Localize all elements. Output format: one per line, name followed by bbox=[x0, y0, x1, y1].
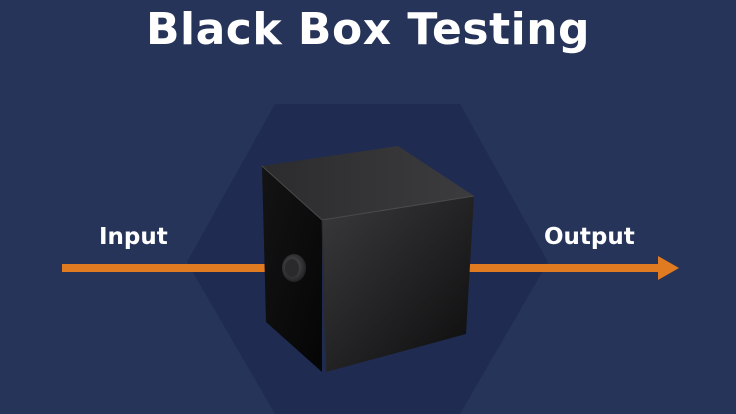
input-label: Input bbox=[99, 224, 168, 250]
black-box-cube-icon bbox=[261, 146, 475, 373]
output-label: Output bbox=[544, 224, 635, 250]
output-arrow bbox=[466, 256, 679, 280]
page-title: Black Box Testing bbox=[145, 4, 591, 55]
